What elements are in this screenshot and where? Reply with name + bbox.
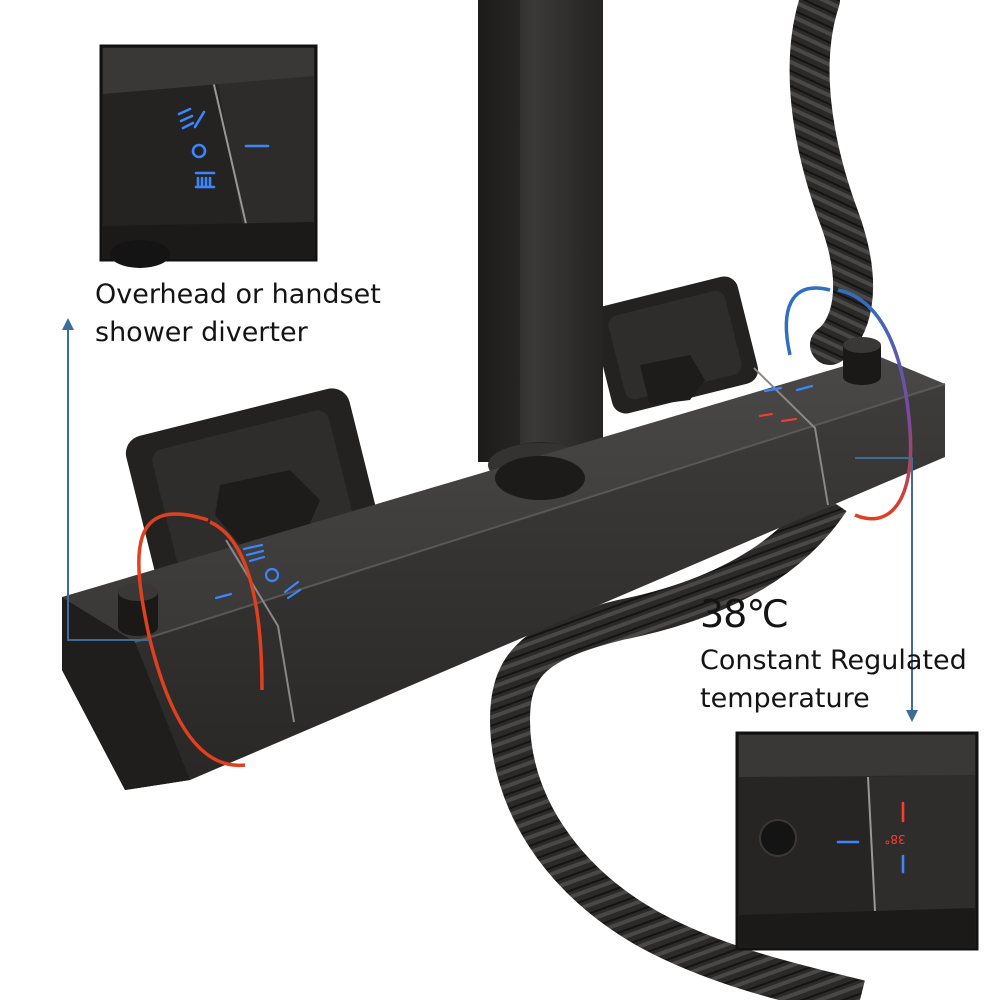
diverter-callout-label: Overhead or handset shower diverter — [95, 276, 381, 352]
riser-pipe — [478, 0, 603, 502]
temperature-arrow — [855, 457, 918, 722]
temperature-callout-line2: temperature — [700, 683, 870, 714]
diverter-callout-line2: shower diverter — [95, 317, 308, 348]
thermostatic-mixer-bar — [62, 356, 946, 790]
temperature-ring-right — [784, 286, 913, 521]
temperature-value-label: 38℃ — [700, 592, 789, 636]
inset-off-icon — [191, 143, 207, 159]
inset-push-button-icon — [760, 820, 796, 856]
wall-plate-right — [591, 276, 759, 414]
push-button-icon — [118, 583, 158, 636]
inset-temperature-reading: 38° — [884, 832, 905, 846]
flexible-hose — [489, 0, 873, 1000]
temperature-callout-line1: Constant Regulated — [700, 645, 967, 676]
diverter-off-icon — [264, 567, 280, 583]
temperature-marks — [759, 413, 797, 422]
diverter-handset-icon — [242, 543, 264, 551]
push-button-icon-right — [843, 337, 881, 385]
temperature-callout-label: Constant Regulated temperature — [700, 642, 967, 718]
diverter-callout-line1: Overhead or handset — [95, 279, 381, 310]
diverter-arrow — [62, 318, 150, 641]
diverter-symbols — [214, 384, 814, 600]
inset-thermostat-closeup: 38° — [735, 731, 979, 951]
inset-diverter-closeup — [99, 44, 318, 268]
diverter-overhead-icon — [283, 580, 300, 594]
